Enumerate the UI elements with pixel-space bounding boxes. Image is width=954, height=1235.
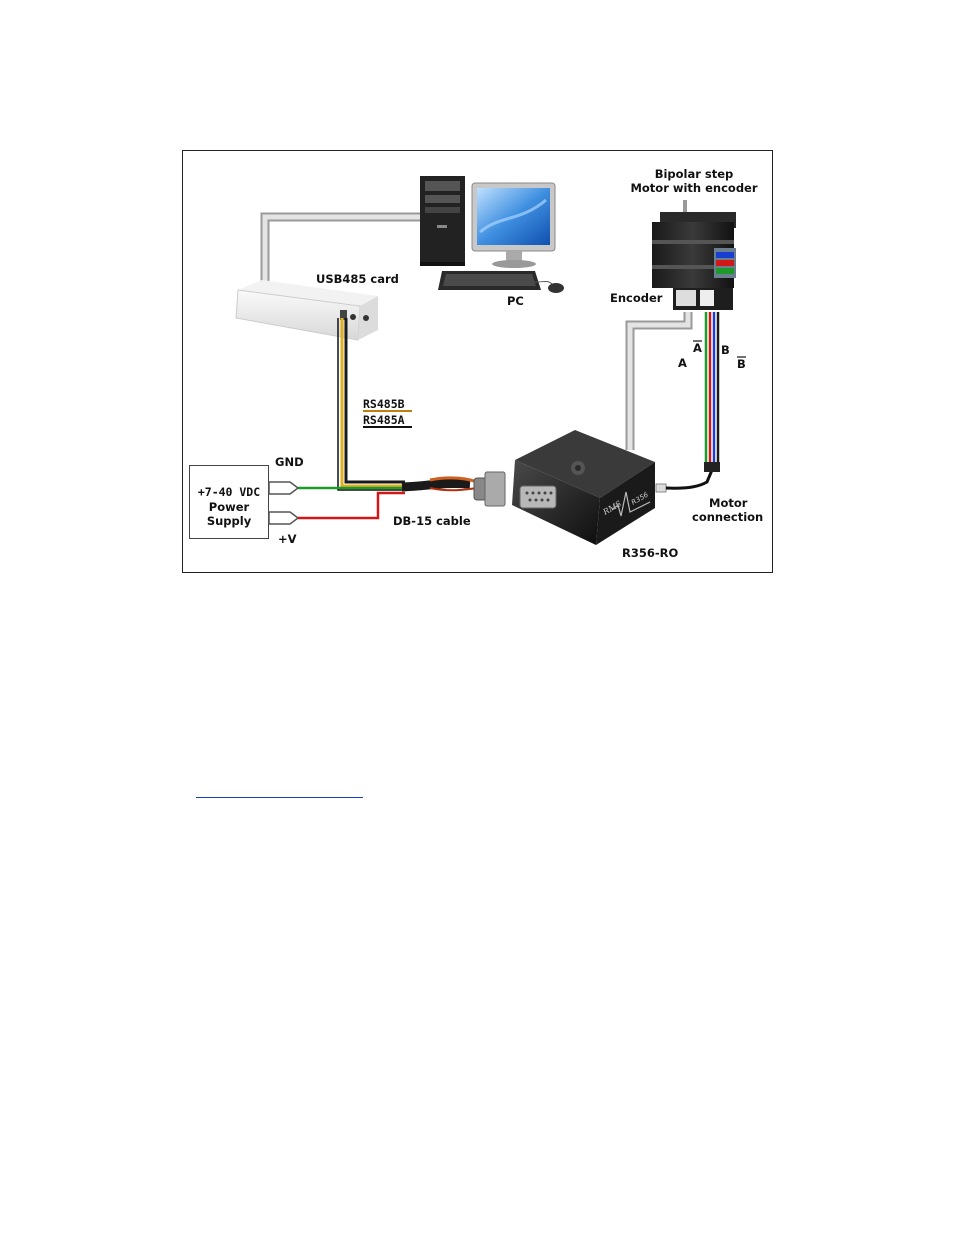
power-supply-label-2: Power <box>209 500 250 514</box>
rs485b-label: RS485B <box>363 397 405 411</box>
motor-title-line-1: Bipolar step <box>655 167 734 181</box>
phase-a-label: A <box>678 356 687 370</box>
gnd-label: GND <box>275 455 304 469</box>
controller-label: R356-RO <box>622 546 678 560</box>
hyperlink-underline[interactable] <box>196 797 363 798</box>
rs485a-label: RS485A <box>363 413 405 427</box>
phase-b-bar-label: B <box>737 357 746 371</box>
motor-connection-label-2: connection <box>692 510 763 524</box>
motor-connection-label-1: Motor <box>709 496 748 510</box>
pc-tower <box>420 176 465 266</box>
phase-b-label: B <box>721 343 730 357</box>
phase-a-bar-label: A <box>693 341 702 355</box>
encoder-label: Encoder <box>610 291 663 305</box>
db15-label: DB-15 cable <box>393 514 471 528</box>
power-supply-label-1: +7-40 VDC <box>198 485 260 499</box>
pc-label: PC <box>507 294 524 308</box>
power-supply-label-3: Supply <box>207 514 252 528</box>
plus-v-label: +V <box>278 532 297 546</box>
motor-title-line-2: Motor with encoder <box>630 181 757 195</box>
usb-card-label: USB485 card <box>316 272 399 286</box>
